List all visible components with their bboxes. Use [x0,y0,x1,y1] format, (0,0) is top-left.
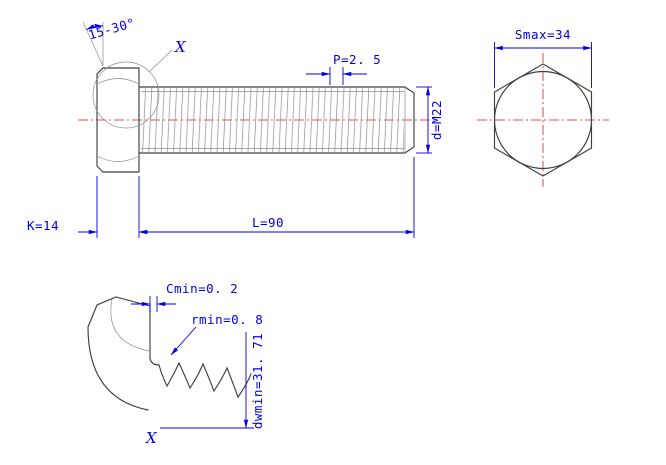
dim-bearing-diameter: dwmin=31. 71 [160,332,265,429]
detail-facet-arc [110,298,150,352]
dim-chamfer-angle: 15-30° [82,15,137,67]
chamfer-angle-label: 15-30° [87,15,137,43]
detail-x-view: Cmin=0. 2 rmin=0. 8 dwmin=31. 71 X [87,281,265,447]
dim-thread-diameter: d=M22 [416,86,444,154]
shank-outline [138,86,415,154]
dim-washer-face: Cmin=0. 2 [131,281,238,312]
thread-diameter-label: d=M22 [429,100,444,140]
dim-head-height: K=14 [27,176,158,238]
detail-fillet [149,357,160,366]
end-view: Smax=34 [477,27,609,187]
hex-outline [493,63,593,177]
thread-hatch [141,88,404,152]
fillet-radius-label: rmin=0. 8 [191,312,263,327]
chamfer-circle [493,70,593,170]
dim-width-across-flats: Smax=34 [494,27,592,88]
main-view: X 15-30° P=2. 5 d=M22 K=14 [27,15,444,238]
dim-length: L=90 [138,157,415,238]
detail-head-profile [87,296,160,411]
head-facet-arc-bottom [96,155,140,162]
dim-pitch: P=2. 5 [306,52,381,85]
r-leader [170,326,197,356]
bolt-shank-threads [138,86,415,154]
washer-face-label: Cmin=0. 2 [166,281,238,296]
dim-fillet-radius: rmin=0. 8 [170,312,263,356]
angle-arc [86,23,104,31]
detail-leader-line [148,49,173,73]
pitch-label: P=2. 5 [333,52,381,67]
detail-circle [92,61,160,129]
head-facet-arc-top [96,78,140,85]
bearing-diameter-label: dwmin=31. 71 [250,333,265,429]
thread-teeth [158,361,252,399]
head-height-label: K=14 [27,218,59,233]
detail-mark-label: X [174,38,187,56]
width-across-flats-label: Smax=34 [515,27,571,42]
bolt-head-side [96,67,140,173]
detail-view-label: X [145,429,158,447]
detail-head-outline [87,296,151,411]
head-outline [96,67,140,173]
length-label: L=90 [252,215,284,230]
